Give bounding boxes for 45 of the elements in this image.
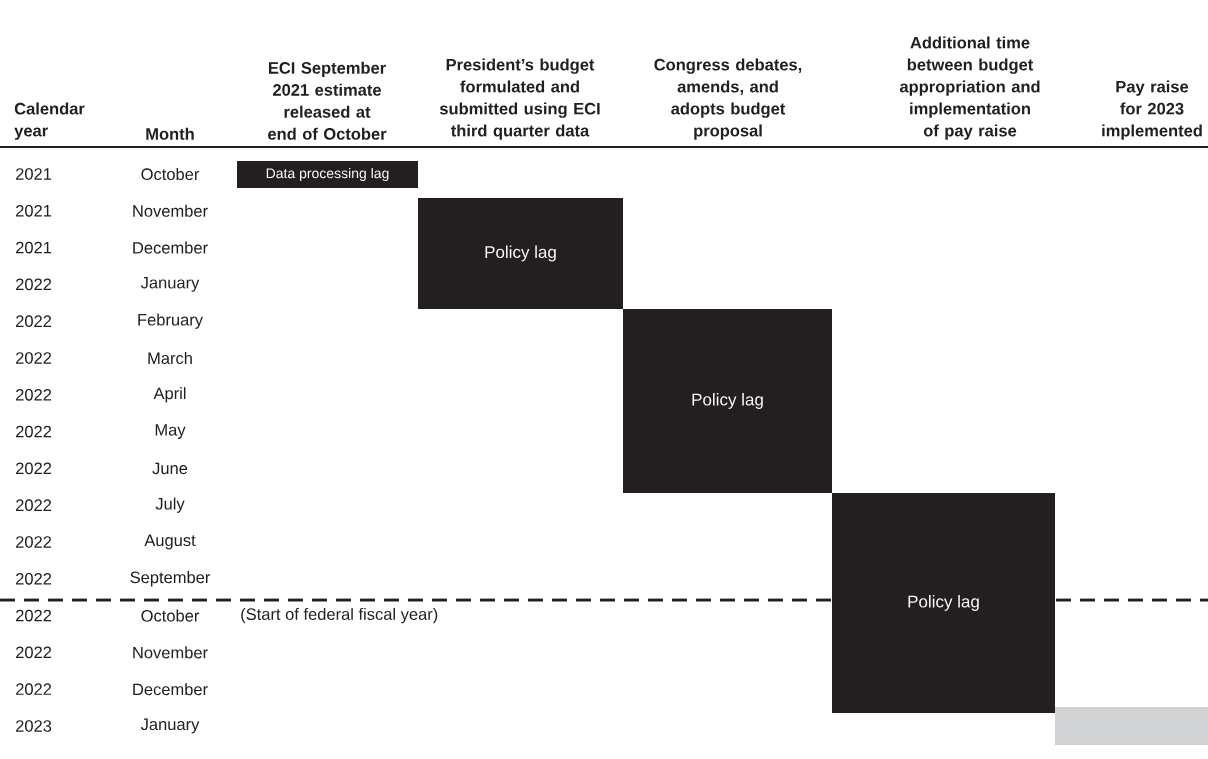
month-label: March	[148, 351, 192, 365]
year-label: 2022	[16, 536, 52, 548]
year-label: 2022	[16, 683, 52, 696]
lag-bar: Data processing lag	[237, 161, 418, 188]
month-label: May	[155, 424, 186, 439]
column-header: Calendar year	[14, 102, 85, 140]
column-header: Pay raise for 2023 implemented	[1102, 80, 1202, 140]
note-text: (Start of federal fiscal year)	[241, 607, 438, 624]
year-label: 2021	[16, 204, 52, 217]
year-label: 2022	[16, 352, 52, 364]
year-label: 2022	[16, 462, 52, 475]
column-header: President’s budget formulated and submitted using ECI third quarter data	[439, 58, 600, 140]
month-label: February	[138, 313, 203, 329]
month-label: July	[155, 497, 185, 513]
month-label: December	[133, 683, 208, 696]
month-label: October	[141, 167, 200, 181]
month-label: November	[133, 204, 208, 217]
column-header: ECI September 2021 estimate released at end of October	[268, 61, 387, 140]
implementation-bar	[1055, 707, 1208, 745]
lag-bar: Policy lag	[623, 309, 832, 493]
year-label: 2022	[16, 315, 52, 328]
year-label: 2022	[16, 278, 52, 291]
year-label: 2022	[16, 499, 52, 512]
year-label: 2021	[16, 241, 52, 254]
month-label: January	[140, 277, 200, 292]
month-label: December	[133, 241, 208, 254]
month-label: January	[140, 718, 200, 734]
month-label: October	[141, 609, 200, 622]
year-label: 2022	[16, 425, 52, 438]
year-label: 2022	[16, 646, 52, 659]
lag-bar: Policy lag	[418, 198, 623, 309]
month-label: April	[153, 387, 186, 403]
column-header: Additional time between budget appropriation and implementation of pay raise	[899, 36, 1040, 140]
year-label: 2021	[16, 168, 52, 180]
year-label: 2022	[16, 388, 52, 401]
month-label: September	[130, 571, 211, 587]
month-label: November	[133, 646, 208, 659]
column-header: Congress debates, amends, and adopts budget proposal	[654, 58, 802, 140]
year-label: 2022	[16, 572, 52, 585]
month-label: August	[144, 534, 196, 550]
year-label: 2023	[16, 720, 52, 732]
column-header: Month	[146, 127, 194, 140]
year-label: 2022	[16, 609, 52, 622]
lag-bar: Policy lag	[832, 493, 1055, 713]
month-label: June	[152, 462, 188, 475]
